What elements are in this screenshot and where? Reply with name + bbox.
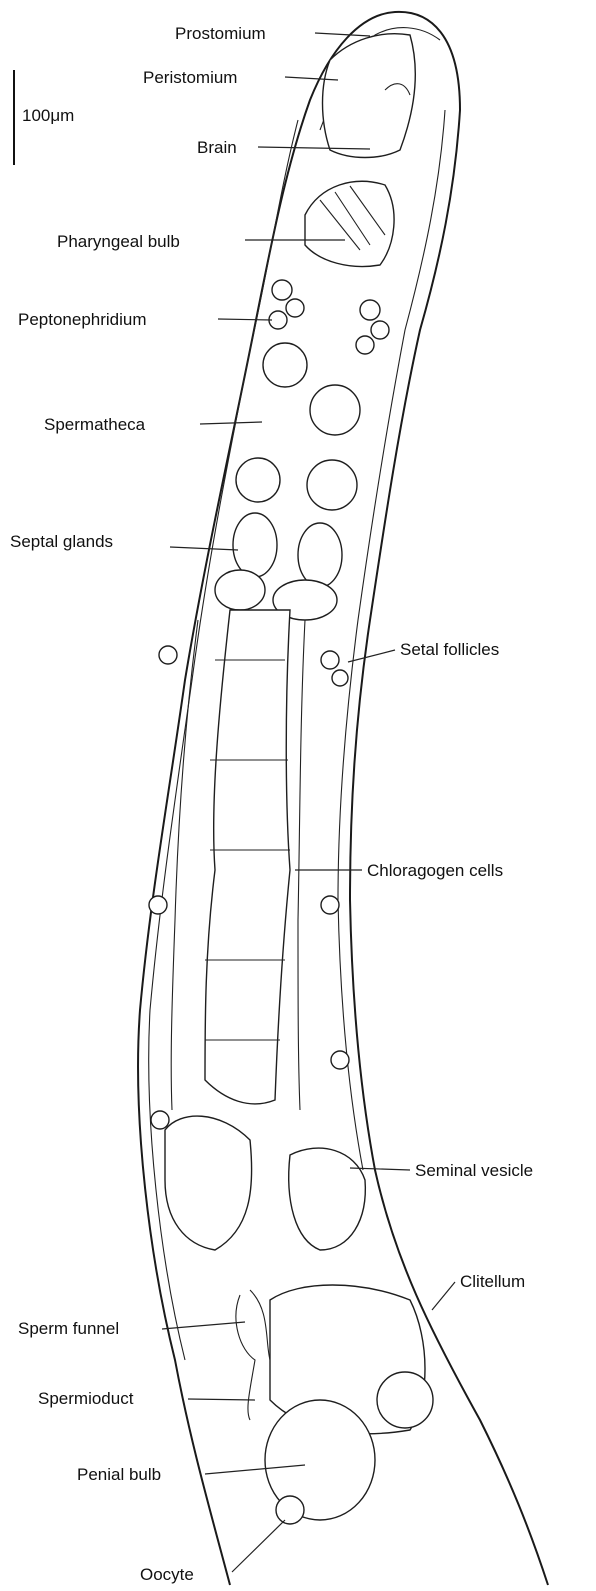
label-spermioduct: Spermioduct bbox=[38, 1389, 134, 1408]
label-seminal-vesicle: Seminal vesicle bbox=[415, 1161, 533, 1180]
label-spermatheca: Spermatheca bbox=[44, 415, 146, 434]
label-peptonephridium: Peptonephridium bbox=[18, 310, 147, 329]
label-chloragogen-cells: Chloragogen cells bbox=[367, 861, 503, 880]
label-sperm-funnel: Sperm funnel bbox=[18, 1319, 119, 1338]
label-oocyte: Oocyte bbox=[140, 1565, 194, 1584]
label-pharyngeal-bulb: Pharyngeal bulb bbox=[57, 232, 180, 251]
seminal-vesicle bbox=[165, 1116, 365, 1250]
spermathecae bbox=[236, 343, 360, 510]
label-prostomium: Prostomium bbox=[175, 24, 266, 43]
clitellum-segment bbox=[265, 1285, 433, 1524]
label-brain: Brain bbox=[197, 138, 237, 157]
label-penial-bulb: Penial bulb bbox=[77, 1465, 161, 1484]
scale-bar-label: 100μm bbox=[22, 106, 74, 125]
label-setal-follicles: Setal follicles bbox=[400, 640, 499, 659]
septal-glands bbox=[215, 513, 342, 620]
pharyngeal-bulb bbox=[305, 181, 394, 266]
label-peristomium: Peristomium bbox=[143, 68, 237, 87]
label-septal-glands: Septal glands bbox=[10, 532, 113, 551]
scale-bar: 100μm bbox=[14, 70, 74, 165]
label-clitellum: Clitellum bbox=[460, 1272, 525, 1291]
